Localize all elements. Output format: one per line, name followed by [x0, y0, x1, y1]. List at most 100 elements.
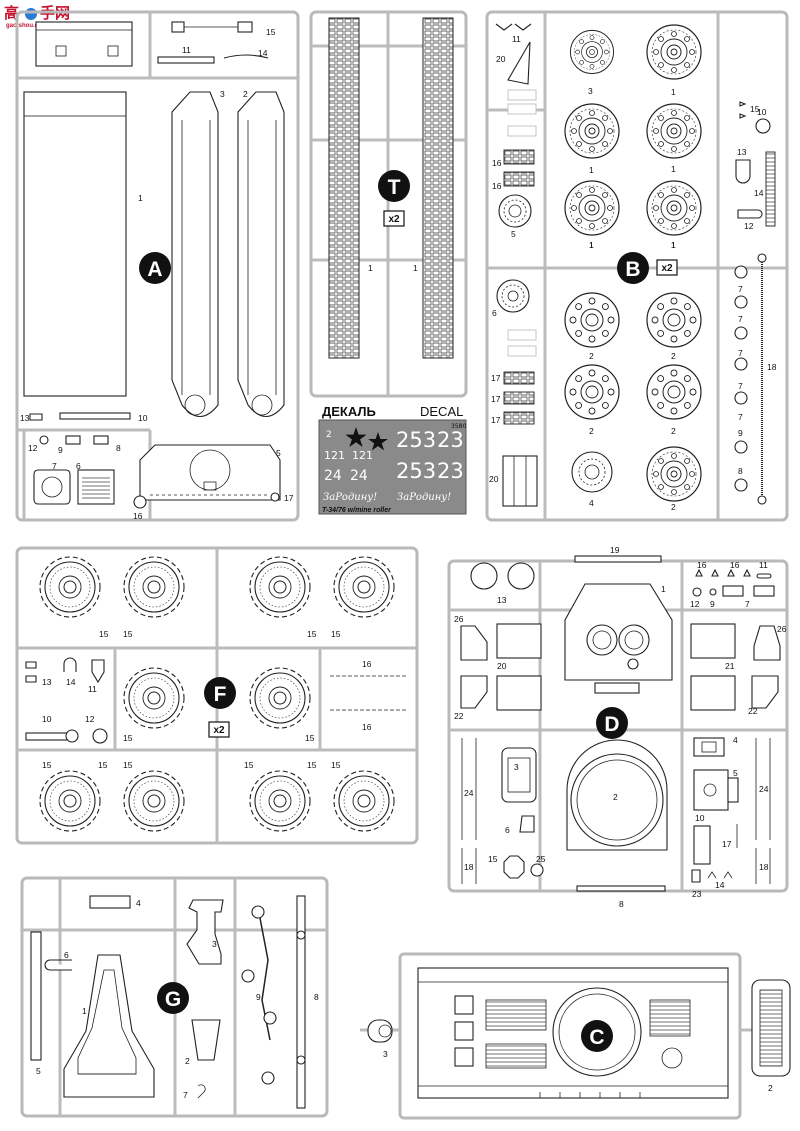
- part-a11: [157, 56, 215, 64]
- part-b2-wheel-3: [564, 364, 620, 420]
- part-f15-sprocket-6: [249, 667, 311, 729]
- part-b7-ring-4: [734, 357, 748, 371]
- label-b1-f: 1: [589, 240, 594, 250]
- part-d10: [693, 825, 711, 865]
- label-d24-left: 24: [464, 788, 474, 798]
- part-d4: [693, 737, 725, 757]
- globe-icon: [25, 8, 37, 20]
- label-g5: 5: [36, 1066, 41, 1076]
- part-d25: [530, 863, 544, 877]
- part-d20-b: [496, 675, 542, 711]
- label-g9: 9: [256, 992, 261, 1002]
- part-b16-link-1: [503, 149, 535, 165]
- sprue-frame-c: C 3 2: [360, 952, 791, 1120]
- label-b16-a: 16: [492, 158, 502, 168]
- part-f12: [92, 728, 108, 744]
- decal-number-small: 3580: [451, 423, 466, 430]
- label-d16-b: 16: [730, 560, 740, 570]
- label-b7-e: 7: [738, 412, 743, 422]
- part-b2-wheel-1: [564, 292, 620, 348]
- label-a2: 2: [243, 89, 248, 99]
- label-g4: 4: [136, 898, 141, 908]
- label-b15: 15: [750, 104, 760, 114]
- part-b2-wheel-4: [646, 364, 702, 420]
- label-b5: 5: [511, 229, 516, 239]
- part-d22-left: [460, 675, 488, 709]
- label-f15-f: 15: [305, 733, 315, 743]
- label-d25: 25: [536, 854, 546, 864]
- star-icon: [345, 427, 367, 447]
- quantity-t: x2: [388, 214, 400, 225]
- part-d18-left: [461, 848, 477, 884]
- part-a8: [93, 435, 109, 445]
- part-d20: [496, 623, 542, 659]
- part-b4-small-wheel: [571, 451, 613, 493]
- part-a12: [39, 435, 49, 445]
- label-d17: 17: [722, 839, 732, 849]
- label-f15-a: 15: [99, 629, 109, 639]
- part-d14: [707, 871, 733, 879]
- label-f15-j: 15: [331, 760, 341, 770]
- label-d18-right: 18: [759, 862, 769, 872]
- part-f13: [25, 661, 37, 683]
- watermark-site: gao-shou.com: [6, 23, 47, 29]
- part-c2-engine-grille: [751, 979, 791, 1077]
- sprue-letter-c-text: C: [589, 1026, 604, 1049]
- label-b2-a: 2: [589, 351, 594, 361]
- part-b16-link-2: [503, 171, 535, 187]
- label-b7-d: 7: [738, 381, 743, 391]
- part-b1-wheel-1: [646, 24, 702, 80]
- part-a3-fender: [171, 91, 219, 418]
- label-d14: 14: [715, 880, 725, 890]
- label-f15-d: 15: [331, 629, 341, 639]
- sprue-frame-d: D 19 13 1 16 16: [447, 545, 789, 909]
- part-b9-ring: [734, 440, 748, 454]
- label-d3: 3: [514, 762, 519, 772]
- label-d6: 6: [505, 825, 510, 835]
- sprue-letter-d: D: [596, 707, 628, 739]
- label-f15-b: 15: [123, 629, 133, 639]
- label-d22-right: 22: [748, 706, 758, 716]
- label-a9: 9: [58, 445, 63, 455]
- part-b14-rack: [765, 151, 776, 227]
- part-b1-wheel-3: [646, 103, 702, 159]
- label-f15-c: 15: [307, 629, 317, 639]
- part-d3-periscope: [501, 747, 537, 803]
- part-d21: [690, 623, 736, 659]
- part-f15-sprocket-9: [249, 770, 311, 832]
- part-b7-ring-2: [734, 295, 748, 309]
- label-d7: 7: [745, 599, 750, 609]
- part-a15-cable: [171, 21, 253, 33]
- label-b1-e: 1: [671, 240, 676, 250]
- part-a14: [223, 54, 269, 59]
- part-g9-cable: [241, 905, 277, 1085]
- sprue-letter-b: B: [617, 252, 649, 284]
- part-d13-b: [507, 562, 535, 590]
- watermark-brand-glyph: 高: [4, 4, 19, 22]
- quantity-b: x2: [661, 263, 673, 274]
- label-d21: 21: [725, 661, 735, 671]
- part-a9: [65, 435, 81, 445]
- label-g6: 6: [64, 950, 69, 960]
- label-f16-a: 16: [362, 659, 372, 669]
- label-b9: 9: [738, 428, 743, 438]
- label-g3: 3: [212, 939, 217, 949]
- label-d26-left: 26: [454, 614, 464, 624]
- label-f11: 11: [88, 684, 97, 694]
- part-b20-wedge: [507, 41, 531, 85]
- decal-caption: T-34/76 w/mine roller: [322, 507, 392, 514]
- part-g3: [186, 899, 224, 965]
- decal-panel: [318, 419, 467, 515]
- part-b1-wheel-5: [646, 180, 702, 236]
- label-b11: 11: [512, 34, 521, 44]
- label-b1-g: 1: [671, 240, 676, 250]
- label-g8: 8: [314, 992, 319, 1002]
- part-f14: [63, 657, 77, 672]
- part-b3-wheel: [569, 29, 615, 75]
- sprue-frame-g: G 4 6 3 1 9 8 2 5 7: [20, 876, 329, 1118]
- part-b7-ring-5: [734, 391, 748, 405]
- part-a1-hull-plate: [23, 91, 127, 397]
- part-g2: [191, 1019, 221, 1061]
- label-d1: 1: [661, 584, 666, 594]
- star-icon-2: [368, 432, 388, 451]
